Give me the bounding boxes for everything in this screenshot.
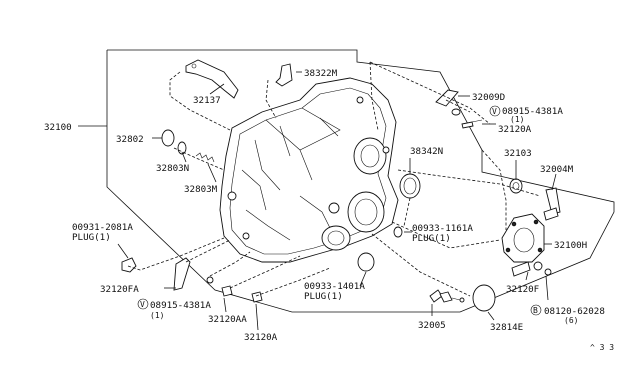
label-32009D: 32009D (472, 92, 505, 103)
label-08915-bottom: 08915-4381A (150, 300, 211, 311)
label-32004M: 32004M (540, 164, 574, 175)
part-32814E-gasket (472, 284, 496, 312)
label-08915-bottom-group: V 08915-4381A (1) (137, 298, 211, 320)
badge-v-bottom: V (140, 300, 145, 309)
part-32009D-clip (435, 89, 459, 107)
label-08120-qty: (6) (564, 316, 578, 325)
label-32120A-bottom: 32120A (244, 332, 278, 343)
part-00931-2081A-plug (121, 257, 137, 273)
part-08915-washer-top (451, 108, 461, 116)
label-32137: 32137 (193, 95, 221, 106)
label-32120FA: 32120FA (100, 284, 139, 295)
part-32137-bracket (185, 59, 239, 99)
label-32120A-top: 32120A (498, 124, 532, 135)
label-32802: 32802 (116, 134, 144, 145)
part-00933-1401A-plug (357, 252, 375, 272)
label-00931-2081A: 00931-2081A (72, 222, 133, 233)
part-38342N-seal (399, 173, 421, 199)
badge-b-bottom: B (533, 306, 538, 315)
label-32103: 32103 (504, 148, 532, 159)
part-32004M-bracket (543, 187, 561, 221)
part-08120-bolt (533, 261, 552, 276)
label-08120: 08120-62028 (544, 306, 605, 317)
part-00933-1161A-plug (393, 226, 403, 238)
part-32100H-cover (501, 213, 545, 263)
label-00933-1161A-plug: PLUG(1) (412, 233, 451, 244)
part-32120FA-plate (173, 257, 191, 291)
part-38322M-breather (275, 63, 293, 87)
label-08915-top: 08915-4381A (502, 106, 563, 117)
part-32803M-spring (195, 152, 215, 163)
label-08915-top-qty: (1) (510, 115, 524, 124)
part-32802-cap (161, 129, 175, 147)
label-32814E: 32814E (490, 322, 523, 333)
label-00931-plug: PLUG(1) (72, 232, 111, 243)
label-08120-group: B 08120-62028 (6) (530, 304, 605, 325)
label-32803M: 32803M (184, 184, 218, 195)
label-00933-1401A-plug: PLUG(1) (304, 291, 343, 302)
label-32120F: 32120F (506, 284, 539, 295)
label-38322M: 38322M (304, 68, 338, 79)
label-38342N: 38342N (410, 146, 443, 157)
label-32100: 32100 (44, 122, 72, 133)
part-32120AA-bolt (221, 285, 233, 297)
part-08915-washer-bottom (206, 276, 214, 284)
part-32120A-bolt-bottom (251, 291, 263, 303)
badge-v-top: V (492, 107, 497, 116)
part-32120F-plate (511, 261, 531, 277)
assembly-dashes (127, 61, 541, 297)
part-32005-switch (429, 289, 465, 303)
label-00933-1161A: 00933-1161A (412, 223, 473, 234)
part-32103-bushing (509, 178, 523, 194)
label-08915-bottom-qty: (1) (150, 311, 164, 320)
label-32803N: 32803N (156, 163, 189, 174)
label-32120AA: 32120AA (208, 314, 247, 325)
label-00933-1401A: 00933-1401A (304, 281, 365, 292)
label-32100H: 32100H (554, 240, 587, 251)
transmission-case (219, 77, 399, 263)
leader-lines (78, 71, 557, 331)
label-08915-top-group: V 08915-4381A (1) (489, 105, 563, 124)
label-32005: 32005 (418, 320, 446, 331)
part-32120A-bolt-top (461, 119, 483, 129)
corner-code: ^ 3 3 (590, 343, 614, 352)
